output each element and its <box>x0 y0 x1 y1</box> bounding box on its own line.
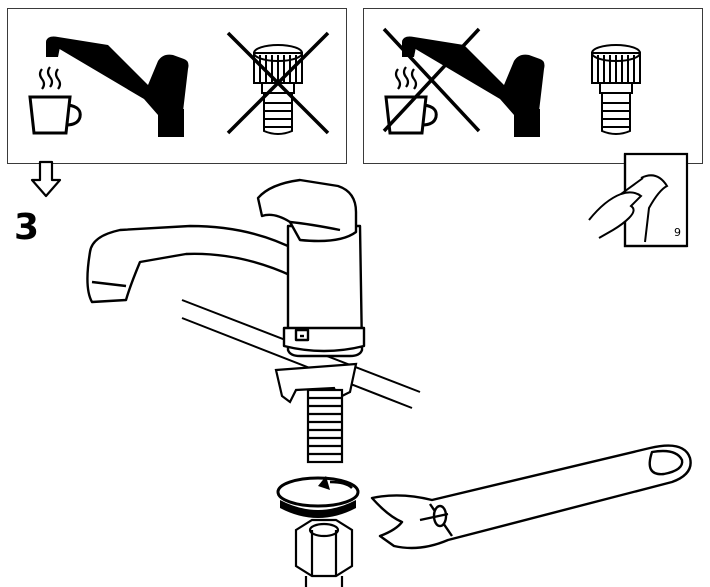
faucet-cross-icon <box>382 27 481 133</box>
panel-hose-adapter-use <box>363 8 703 164</box>
faucet-icon <box>46 36 189 137</box>
panel-correct-use-illustration <box>28 31 330 137</box>
coffee-cup-icon <box>384 95 438 135</box>
coffee-cup-icon <box>28 95 82 135</box>
step-number: 3 <box>14 207 40 248</box>
rotation-arrow-icon <box>276 476 360 518</box>
hose-adapter-crossed-icon <box>226 31 330 135</box>
steam-icon <box>394 66 418 90</box>
mounting-hardware <box>274 362 358 464</box>
panel-hose-adapter-illustration <box>382 27 641 137</box>
arrow-down-icon <box>30 160 62 198</box>
page-turn-hand-icon <box>588 152 689 248</box>
steam-icon <box>38 66 62 90</box>
faucet-icon <box>402 36 545 137</box>
faucet-assembly <box>86 178 366 358</box>
hex-nut <box>294 518 354 587</box>
page-reference-number: 9 <box>674 226 681 239</box>
adjustable-wrench <box>370 444 692 550</box>
panel-correct-use <box>7 8 347 164</box>
hose-adapter-icon <box>591 44 641 135</box>
